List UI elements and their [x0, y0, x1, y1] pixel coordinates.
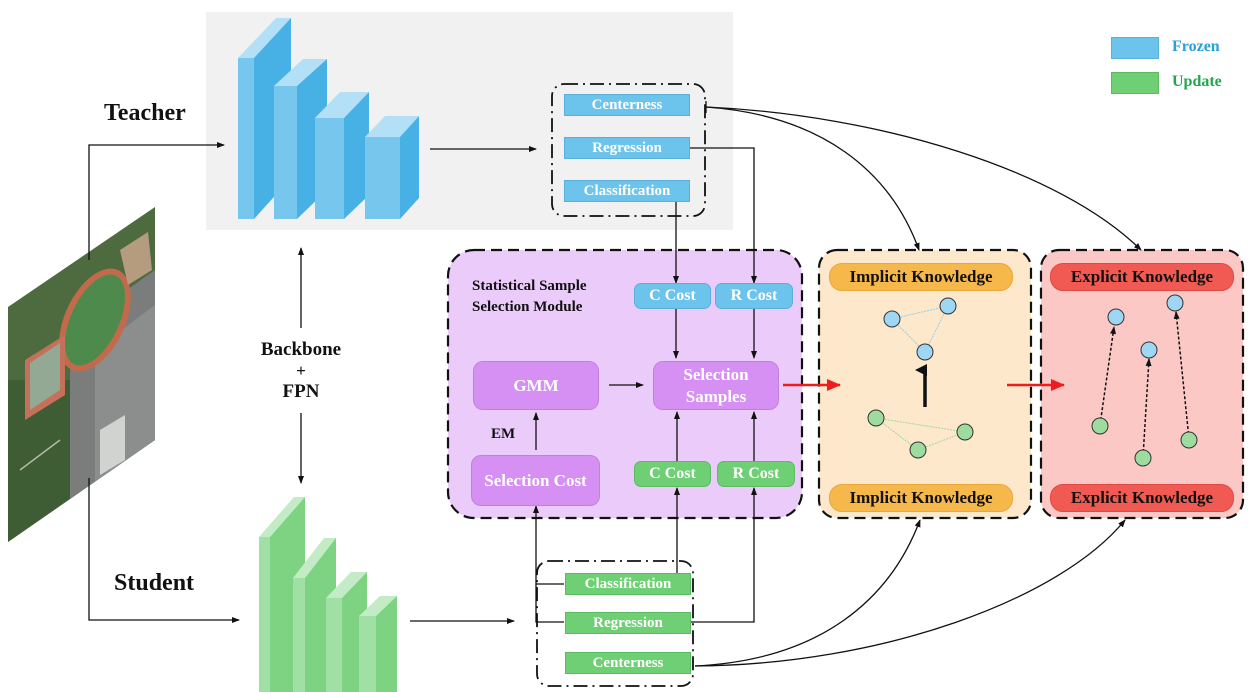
- selection-cost-box: Selection Cost: [471, 455, 600, 506]
- teacher-r-cost: R Cost: [715, 283, 793, 309]
- teacher-centerness-to-implicit-curve: [705, 106, 920, 251]
- backbone-text: Backbone: [260, 339, 342, 360]
- selection-samples-line2: Samples: [685, 386, 747, 406]
- input-to-student-arrow: [88, 478, 240, 623]
- teacher-centerness-to-explicit-curve: [705, 106, 1142, 251]
- student-centerness-to-implicit-curve: [694, 519, 921, 667]
- student-network-icon: [259, 497, 397, 692]
- teacher-classification-head: Classification: [564, 180, 690, 202]
- student-heads-frame: [536, 560, 694, 687]
- teacher-reg-to-rcost-arrow: [690, 147, 757, 284]
- plus-text: +: [296, 361, 306, 380]
- explicit-knowledge-bottom-label: Explicit Knowledge: [1050, 484, 1234, 512]
- legend-frozen-label: Frozen: [1172, 38, 1220, 55]
- implicit-student-graph: [867, 409, 974, 459]
- implicit-teacher-graph: [883, 297, 957, 361]
- legend-update-swatch: [1111, 72, 1159, 94]
- explicit-pairs: [1091, 294, 1198, 467]
- student-reg-to-rcost-arrow: [690, 487, 757, 623]
- selection-module-title-line1: Statistical Sample: [472, 278, 587, 294]
- backbone-fpn-label: Backbone + FPN: [250, 338, 352, 404]
- implicit-knowledge-bottom-label: Implicit Knowledge: [829, 484, 1013, 512]
- explicit-knowledge-panel: [1039, 248, 1245, 520]
- selection-cost-label: Selection Cost: [484, 470, 587, 490]
- input-aerial-image: [8, 207, 155, 542]
- legend-frozen-swatch: [1111, 37, 1159, 59]
- input-to-teacher-arrow: [88, 142, 225, 260]
- student-centerness-head: Centerness: [565, 652, 691, 674]
- selection-samples-box: Selection Samples: [653, 361, 779, 410]
- implicit-knowledge-top-label: Implicit Knowledge: [829, 263, 1013, 291]
- student-regression-head: Regression: [565, 612, 691, 634]
- selection-module-title: Statistical Sample Selection Module: [472, 276, 587, 318]
- explicit-knowledge-top-label: Explicit Knowledge: [1050, 263, 1234, 291]
- teacher-heads-frame: [551, 83, 706, 217]
- student-c-cost: C Cost: [634, 461, 711, 487]
- gmm-label: GMM: [513, 375, 559, 395]
- teacher-label: Teacher: [104, 100, 186, 126]
- teacher-c-cost: C Cost: [634, 283, 711, 309]
- student-classification-head: Classification: [565, 573, 691, 595]
- em-label: EM: [491, 426, 516, 442]
- student-reg-to-selection-cost-line: [535, 584, 564, 623]
- teacher-regression-head: Regression: [564, 137, 690, 159]
- teacher-centerness-head: Centerness: [564, 94, 690, 116]
- legend-update-label: Update: [1172, 73, 1222, 90]
- teacher-network-icon: [238, 18, 419, 219]
- gmm-box: GMM: [473, 361, 599, 410]
- student-centerness-to-explicit-curve: [694, 519, 1126, 667]
- fpn-text: FPN: [282, 381, 320, 402]
- selection-samples-line1: Selection: [683, 364, 749, 384]
- student-r-cost: R Cost: [717, 461, 795, 487]
- selection-module-title-line2: Selection Module: [472, 299, 583, 315]
- student-label: Student: [114, 570, 195, 596]
